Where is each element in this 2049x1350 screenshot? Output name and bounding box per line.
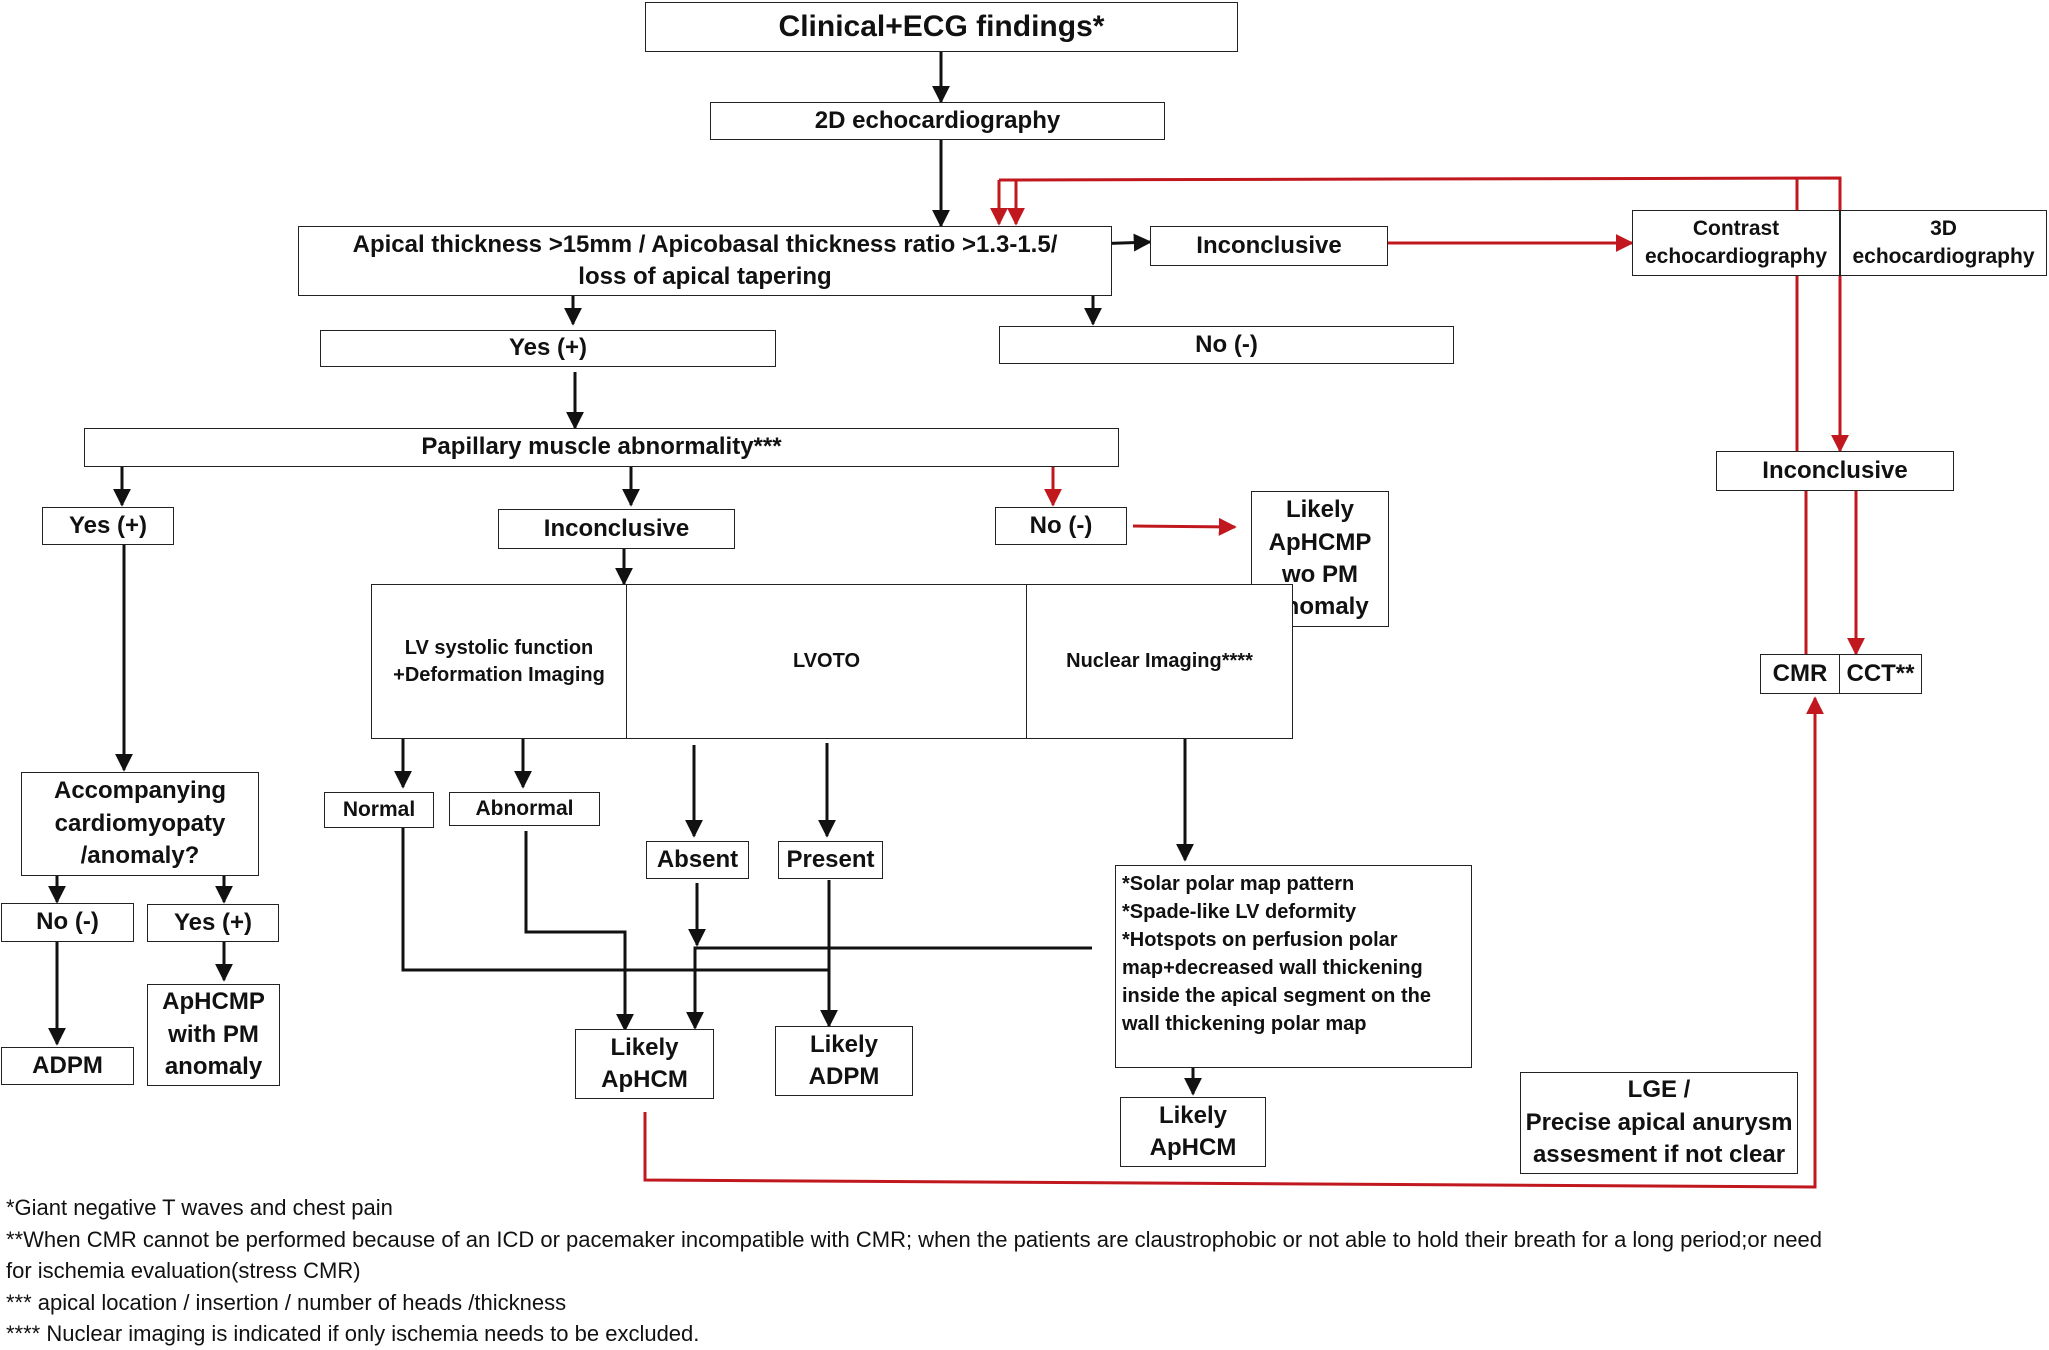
arrow-findings-to-likely-aphcm-mid — [686, 946, 1092, 1030]
yes-papillary-box: Yes (+) — [42, 507, 174, 545]
no-papillary-box: No (-) — [995, 507, 1127, 545]
accompanying-cardiomyopathy-box: Accompanying cardiomyopaty /anomaly? — [21, 772, 259, 876]
line-normal-to-merge — [401, 828, 829, 972]
footnote-1: *Giant negative T waves and chest pain — [6, 1195, 393, 1220]
normal-box: Normal — [324, 792, 434, 828]
likely-adpm-box: Likely ADPM — [775, 1026, 913, 1096]
footnote-3: *** apical location / insertion / number… — [6, 1289, 567, 1315]
contrast-echocardiography-box: Contrast echocardiography — [1632, 210, 1840, 276]
no-accompanying-box: No (-) — [1, 903, 134, 942]
footnotes: *Giant negative T waves and chest pain *… — [6, 1192, 2046, 1350]
likely-aphcm-middle-box: Likely ApHCM — [575, 1029, 714, 1099]
3d-echocardiography-box: 3D echocardiography — [1840, 210, 2047, 276]
papillary-muscle-abnormality-box: Papillary muscle abnormality*** — [84, 428, 1119, 467]
inconclusive-papillary-box: Inconclusive — [498, 509, 735, 549]
present-box: Present — [778, 841, 883, 879]
lge-apical-aneurysm-box: LGE / Precise apical anurysm assesment i… — [1520, 1072, 1798, 1174]
arrow-abnormal-to-likely-aphcm — [524, 831, 634, 1032]
footnote-4: **** Nuclear imaging is indicated if onl… — [6, 1321, 700, 1346]
lvoto-box: LVOTO — [626, 584, 1027, 739]
yes-apical-box: Yes (+) — [320, 330, 776, 367]
absent-box: Absent — [646, 841, 749, 879]
nuclear-imaging-box: Nuclear Imaging**** — [1026, 584, 1293, 739]
red-line-top-loop — [998, 176, 1842, 210]
yes-accompanying-box: Yes (+) — [147, 904, 279, 942]
footnote-2: **When CMR cannot be performed because o… — [6, 1226, 1822, 1252]
aphcmp-with-pm-anomaly-box: ApHCMP with PM anomaly — [147, 984, 280, 1086]
red-arrow-no-pm-to-likely — [1132, 517, 1237, 536]
inconclusive-right-box: Inconclusive — [1716, 451, 1954, 491]
2d-echocardiography-box: 2D echocardiography — [710, 102, 1165, 140]
red-arrow-likely-aphcm-to-cmr — [643, 696, 1824, 1189]
inconclusive-top-box: Inconclusive — [1150, 226, 1388, 266]
adpm-box: ADPM — [1, 1047, 134, 1085]
cmr-box: CMR — [1760, 654, 1840, 694]
footnote-2-cont: for ischemia evaluation(stress CMR) — [6, 1258, 361, 1283]
likely-aphcm-nuclear-box: Likely ApHCM — [1120, 1097, 1266, 1167]
nuclear-findings-box: *Solar polar map pattern *Spade-like LV … — [1115, 865, 1472, 1068]
lv-systolic-function-box: LV systolic function +Deformation Imagin… — [371, 584, 627, 739]
apical-thickness-criteria-box: Apical thickness >15mm / Apicobasal thic… — [298, 226, 1112, 296]
clinical-ecg-findings-box: Clinical+ECG findings* — [645, 2, 1238, 52]
abnormal-box: Abnormal — [449, 792, 600, 826]
no-apical-box: No (-) — [999, 326, 1454, 364]
cct-box: CCT** — [1839, 654, 1922, 694]
